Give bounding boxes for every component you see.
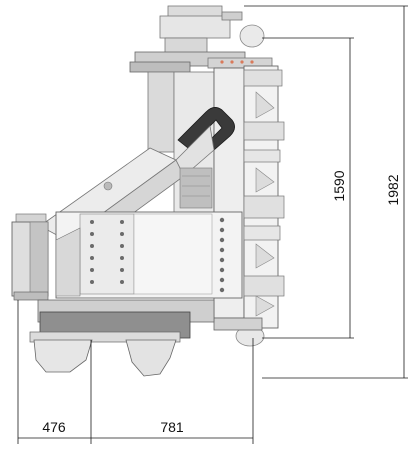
right-frame xyxy=(213,65,285,347)
dim-label-height-outer: 1982 xyxy=(385,174,401,205)
dim-label-bottom-right: 781 xyxy=(160,419,184,435)
bolt-column-mid xyxy=(120,220,124,284)
bolt-column-left xyxy=(90,220,94,284)
right-foot xyxy=(125,339,177,377)
accent-bolt xyxy=(250,60,254,64)
bolt-column-right xyxy=(219,217,225,293)
dim-label-height-inner: 1590 xyxy=(331,170,347,201)
machine-illustration xyxy=(11,5,285,377)
top-cylinder xyxy=(129,5,273,73)
accent-bolt xyxy=(230,60,234,64)
main-body xyxy=(55,211,243,299)
lower-base xyxy=(29,299,215,343)
accent-bolt xyxy=(240,60,244,64)
internal-mechanism xyxy=(179,167,213,209)
accent-bolt xyxy=(220,60,224,64)
dimension-lines xyxy=(17,5,408,444)
left-foot xyxy=(33,339,93,373)
left-cylinder xyxy=(11,213,49,301)
dim-label-bottom-left: 476 xyxy=(42,419,66,435)
